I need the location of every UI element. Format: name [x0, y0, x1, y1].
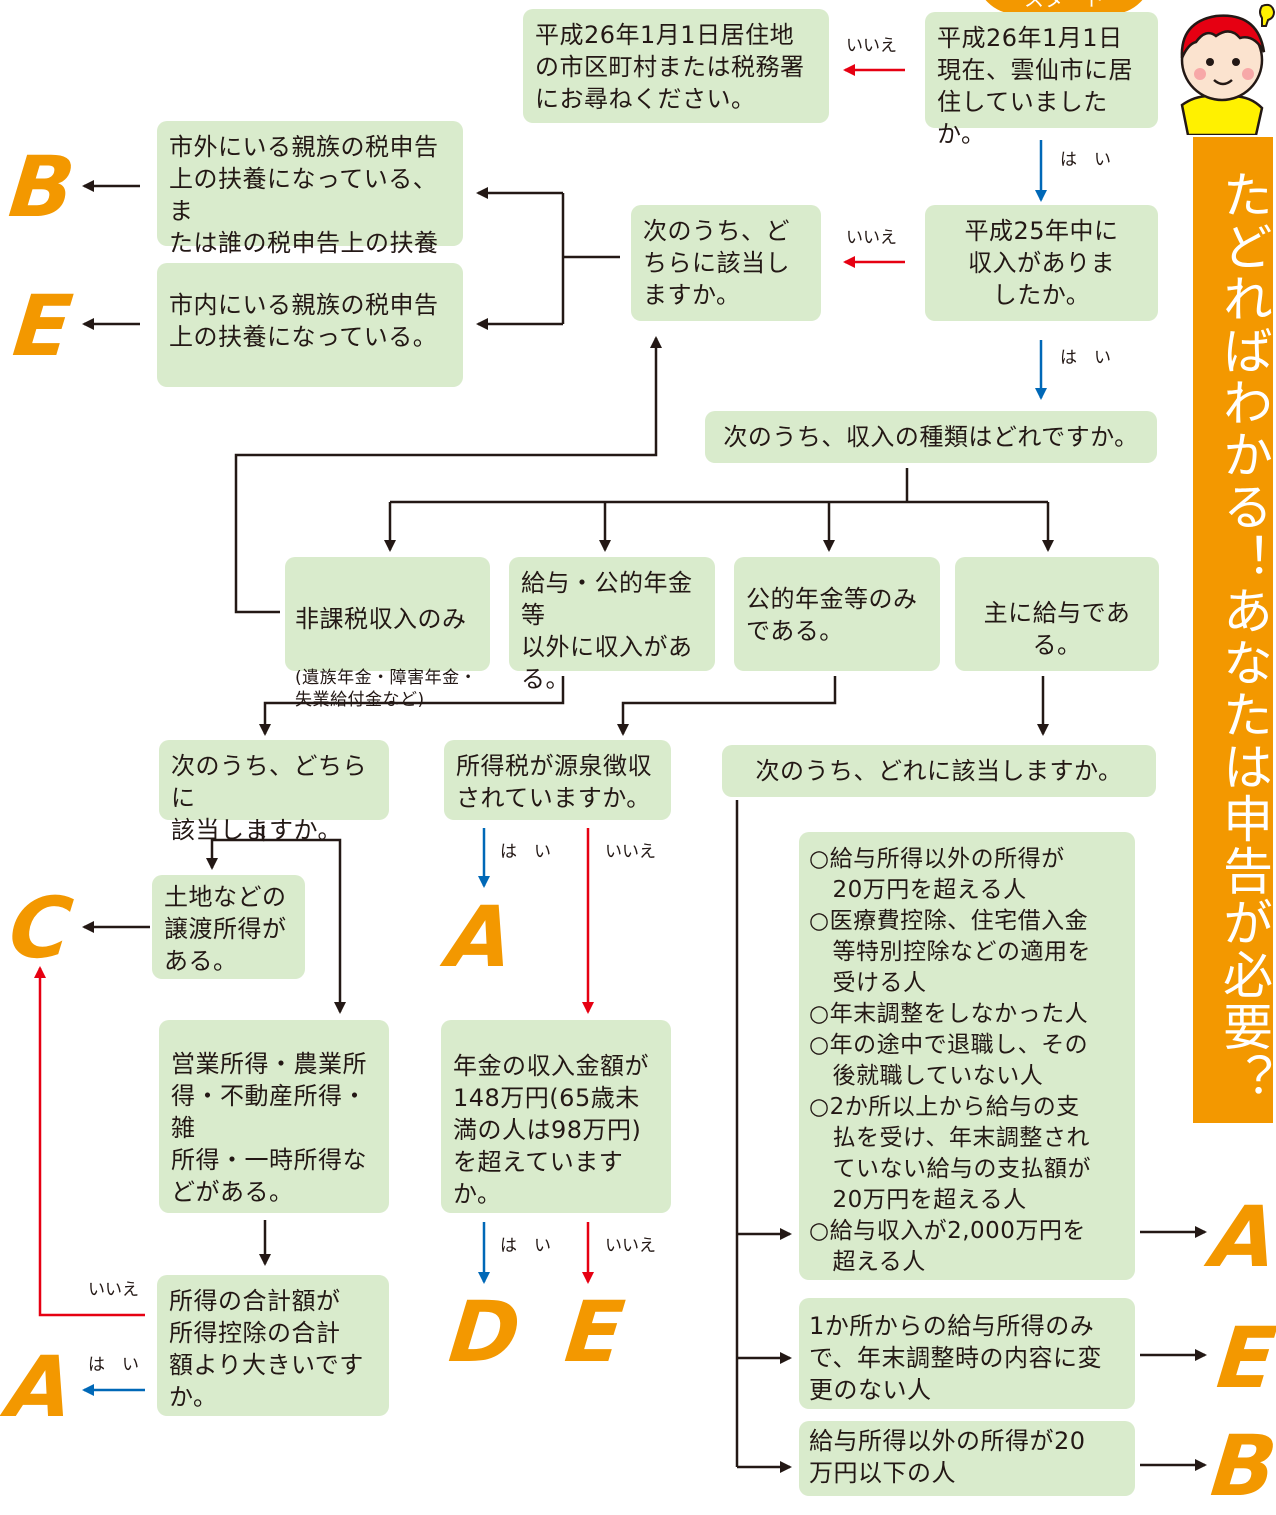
nontax-note: (遺族年金・障害年金・ 失業給付金など) [295, 668, 478, 710]
no-label: いいえ [846, 36, 897, 56]
nontax-title: 非課税収入のみ [295, 605, 467, 633]
pension-amount-box: 年金の収入金額が 148万円(65歳未 満の人は98万円) を超えていますか。 [441, 1020, 671, 1213]
result-b: B [4, 138, 80, 236]
q-which-two-box: 次のうち、どちらに 該当しますか。 [159, 740, 389, 844]
single-salary-box: 1か所からの給与所得のみ で、年末調整時の内容に変 更のない人 [799, 1298, 1135, 1409]
dependent-outside-box: 市外にいる親族の税申告 上の扶養になっている、ま たは誰の税申告上の扶養 にもな… [157, 121, 463, 289]
q-residence-box: 平成26年1月1日 現在、雲仙市に居 住していましたか。 [925, 12, 1158, 148]
yes-label: は い [500, 1236, 551, 1256]
q-which-apply-box: 次のうち、どれに該当しますか。 [722, 745, 1156, 797]
no-label: いいえ [88, 1280, 139, 1300]
result-e: E [1212, 1309, 1276, 1407]
business-income-box: 営業所得・農業所 得・不動産所得・雑 所得・一時所得な どがある。 [159, 1020, 389, 1213]
other-income-box: 給与・公的年金等 以外に収入があ る。 [509, 557, 715, 693]
nontax-income-box: 非課税収入のみ (遺族年金・障害年金・ 失業給付金など) [285, 557, 490, 710]
result-e: E [8, 277, 77, 375]
q-dependent-box: 次のうち、ど ちらに該当し ますか。 [631, 205, 821, 321]
result-b: B [1206, 1417, 1276, 1515]
compare-deduction-box: 所得の合計額が 所得控除の合計 額より大きいです か。 [157, 1275, 389, 1416]
result-a: A [1206, 1188, 1276, 1286]
vertical-banner-title: たどればわかる！あなたは申告が必要？ [1193, 137, 1273, 1123]
yes-label: は い [88, 1355, 139, 1375]
salary-conditions-box: ○給与所得以外の所得が 20万円を超える人 ○医療費控除、住宅借入金 等特別控除… [799, 832, 1135, 1280]
no-label: いいえ [605, 1236, 656, 1256]
no-label: いいえ [846, 228, 897, 248]
yes-label: は い [500, 842, 551, 862]
other-income-under-20-box: 給与所得以外の所得が20 万円以下の人 [799, 1421, 1135, 1496]
result-a: A [2, 1338, 79, 1436]
result-e: E [560, 1283, 629, 1381]
q-income-type-box: 次のうち、収入の種類はどれですか。 [705, 411, 1157, 463]
dependent-inside-box: 市内にいる親族の税申告 上の扶養になっている。 [157, 263, 463, 387]
ask-municipality-box: 平成26年1月1日居住地 の市区町村または税務署 にお尋ねください。 [523, 9, 829, 123]
no-label: いいえ [605, 842, 656, 862]
q-income-box: 平成25年中に 収入がありま したか。 [925, 205, 1158, 321]
result-a: A [442, 888, 519, 986]
mainly-salary-box: 主に給与である。 [955, 557, 1159, 671]
q-withholding-box: 所得税が源泉徴収 されていますか。 [444, 740, 671, 820]
start-tab: スタート [976, 0, 1152, 14]
yes-label: は い [1060, 348, 1111, 368]
boy-mascot-icon [1180, 3, 1276, 135]
result-c: C [4, 879, 77, 977]
land-transfer-box: 土地などの 譲渡所得が ある。 [152, 875, 305, 979]
pension-only-box: 公的年金等のみ である。 [734, 557, 940, 671]
yes-label: は い [1060, 150, 1111, 170]
result-d: D [444, 1283, 525, 1381]
